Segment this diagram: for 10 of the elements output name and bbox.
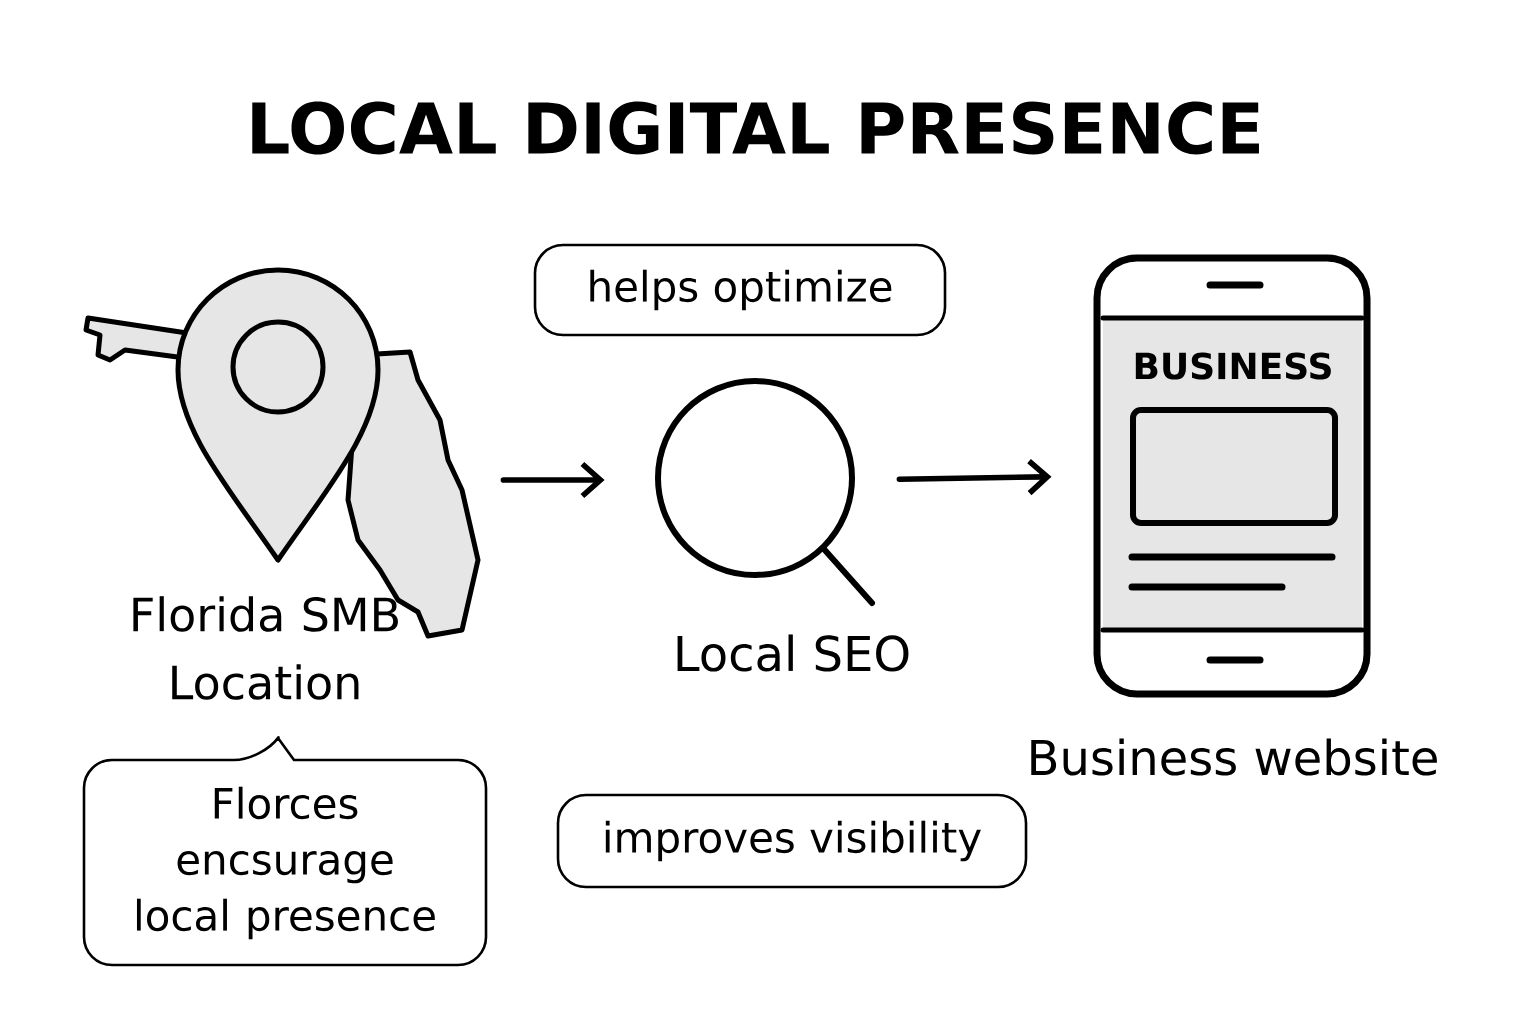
arrow xyxy=(500,461,605,499)
label-box: helps optimize xyxy=(533,243,947,337)
node-caption: Local SEO xyxy=(677,634,909,672)
screen-heading: BUSINESS xyxy=(1135,352,1331,380)
arrow xyxy=(896,458,1052,496)
label-box: improves visibility xyxy=(556,793,1028,889)
node-caption: Business website xyxy=(1031,738,1437,776)
title: LOCAL DIGITAL PRESENCE xyxy=(252,101,1259,155)
callout-bubble: Florces encsurage local presence xyxy=(82,736,488,967)
node-caption: Florida SMB Location xyxy=(133,596,398,700)
